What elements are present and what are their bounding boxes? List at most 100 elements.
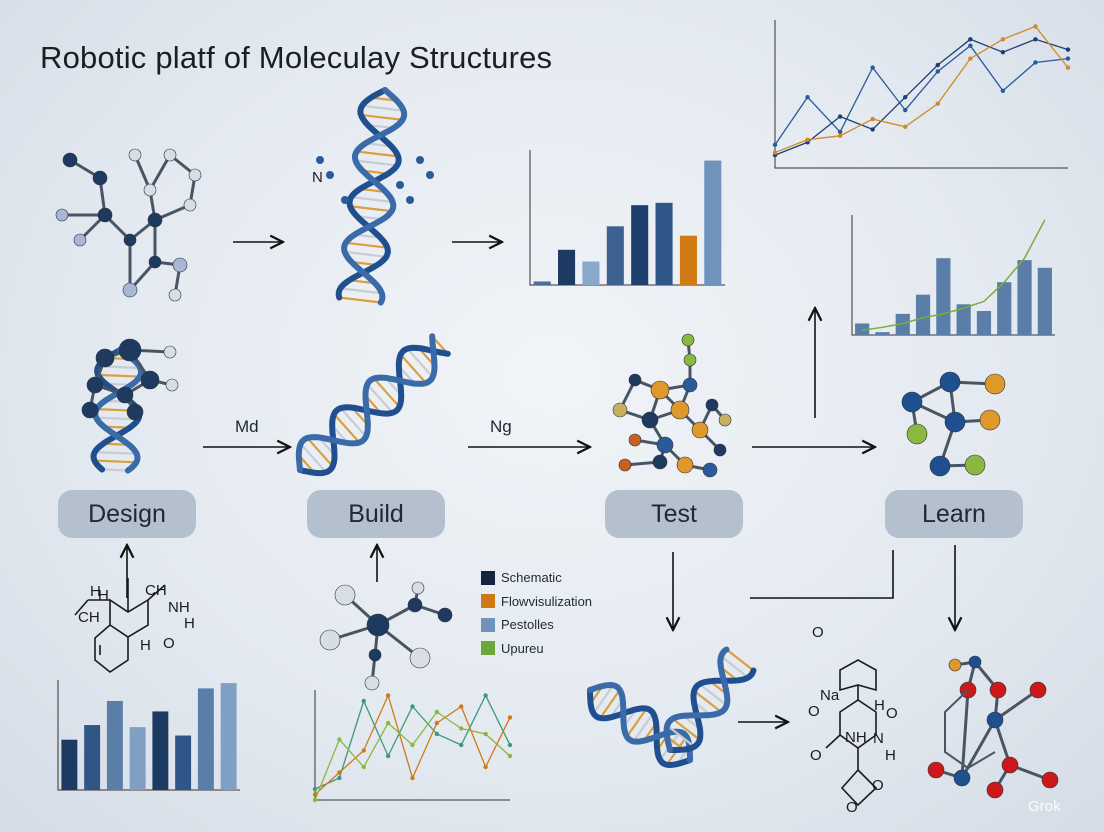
dna-strand: [297, 344, 451, 477]
base-pair: [725, 648, 755, 672]
chart-bar: [855, 323, 870, 335]
atom: [641, 411, 659, 429]
atom: [62, 152, 78, 168]
atom: [407, 597, 423, 613]
base-pair: [339, 407, 367, 438]
atom: [702, 462, 718, 478]
base-pair: [340, 287, 382, 295]
atom: [718, 413, 732, 427]
molecule-icon: [81, 338, 179, 421]
chart-bar: [61, 739, 78, 790]
base-pair: [351, 195, 393, 204]
chart-bar: [533, 281, 551, 285]
atom: [126, 403, 144, 421]
atom: [55, 208, 69, 222]
base-pair: [360, 113, 403, 121]
atom: [92, 170, 108, 186]
atom: [319, 629, 341, 651]
watermark: Grok: [1028, 798, 1061, 815]
chart-bar: [895, 313, 910, 335]
chem-label: H: [874, 697, 885, 714]
base-pair: [339, 296, 381, 304]
chart-bar: [875, 332, 890, 335]
legend-label: Upureu: [501, 640, 544, 656]
atom: [168, 288, 182, 302]
atom: [691, 421, 709, 439]
arrow-label-ng: Ng: [490, 417, 512, 436]
atom: [676, 456, 694, 474]
chart-bar: [1037, 267, 1052, 335]
atom: [118, 338, 142, 362]
chart-trend-line: [862, 219, 1046, 331]
chem-label: O: [846, 799, 858, 816]
atom: [986, 781, 1004, 799]
atom: [979, 409, 1001, 431]
chem-label: NH: [168, 599, 190, 616]
atom: [95, 348, 115, 368]
atom: [948, 658, 962, 672]
bond: [960, 719, 997, 779]
line-chart-bottom: [312, 690, 513, 803]
chart-axis: [774, 20, 1068, 169]
stage-build: Build: [307, 490, 445, 538]
atom: [86, 376, 104, 394]
atom: [964, 454, 986, 476]
benzene-ring: [944, 689, 996, 770]
chart-bar: [84, 725, 101, 790]
chart-bar: [976, 311, 992, 335]
atom: [143, 183, 157, 197]
atom: [172, 257, 188, 273]
atom: [334, 584, 356, 606]
chem-label: O: [808, 703, 820, 720]
atom: [1041, 771, 1059, 789]
chem-label: CH: [145, 582, 167, 599]
dna-strand: [587, 681, 693, 763]
dna-helix-icon: [295, 333, 451, 477]
atom: [140, 370, 160, 390]
chem-label: H: [90, 583, 101, 600]
atom: [953, 769, 971, 787]
legend-label: Schematic: [501, 570, 562, 586]
base-pair: [373, 377, 401, 408]
chart-bar: [606, 226, 624, 285]
base-pair: [97, 373, 140, 378]
molecule-icon: [901, 371, 1006, 477]
chart-bar: [679, 235, 697, 285]
atom: [341, 196, 349, 204]
atom: [406, 196, 414, 204]
atom: [163, 148, 177, 162]
chem-label: O: [812, 624, 824, 641]
base-pair: [698, 683, 728, 706]
base-pair: [693, 690, 722, 713]
dna-strand: [341, 87, 408, 306]
dna-helix-icon: [663, 646, 757, 753]
atom: [906, 423, 928, 445]
skeletal-structure-design: [74, 578, 166, 673]
atom: [705, 398, 719, 412]
dna-strand: [663, 646, 731, 753]
chart-bar: [152, 711, 169, 790]
molecule-icon: [612, 333, 732, 478]
base-pair: [406, 347, 434, 378]
legend-swatch: [481, 594, 495, 609]
bond: [133, 154, 152, 191]
atom: [989, 681, 1007, 699]
chart-bar: [915, 294, 931, 335]
atom: [1029, 681, 1047, 699]
legend-item: Flowvisulization: [481, 590, 592, 614]
atom: [927, 761, 945, 779]
bar-line-chart-right: [851, 215, 1055, 336]
atom: [656, 436, 674, 454]
chart-series-line: [314, 693, 511, 795]
base-pair: [306, 437, 334, 468]
chart-series-line: [314, 711, 511, 801]
chart-series-line: [774, 25, 1069, 154]
chart-bar: [582, 261, 600, 285]
connector-line: [750, 550, 894, 599]
atom: [682, 377, 698, 393]
atom: [939, 371, 961, 393]
chem-label: N: [873, 730, 884, 747]
atom: [148, 255, 162, 269]
atom: [426, 171, 434, 179]
